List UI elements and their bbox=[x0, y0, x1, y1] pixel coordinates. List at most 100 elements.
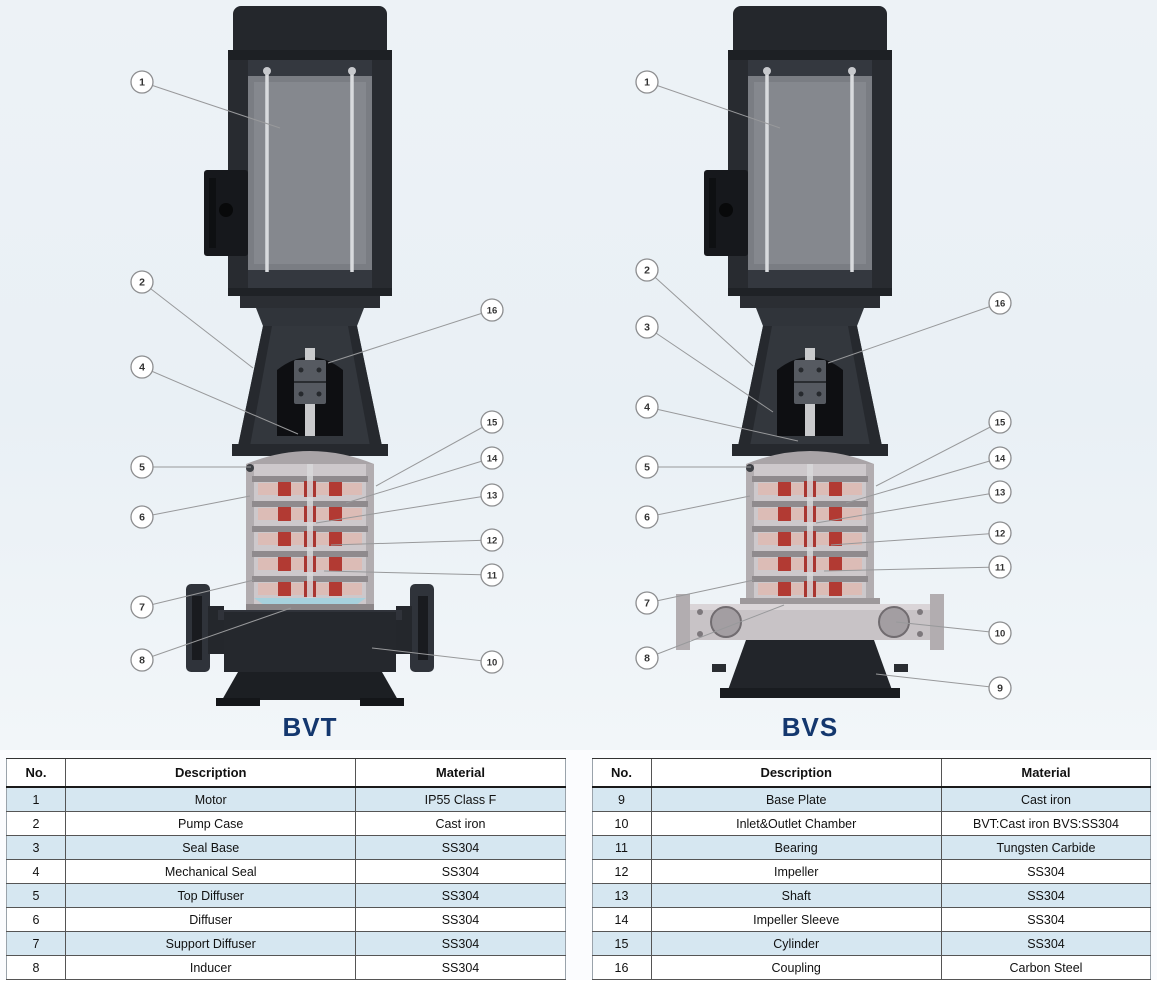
callout-bvt-8: 8 bbox=[130, 648, 154, 672]
part-material: Carbon Steel bbox=[940, 955, 1151, 980]
svg-text:5: 5 bbox=[644, 462, 650, 474]
callout-bvs-12: 12 bbox=[988, 521, 1012, 545]
svg-text:13: 13 bbox=[487, 491, 498, 502]
svg-text:9: 9 bbox=[997, 683, 1003, 695]
callout-bvt-13: 13 bbox=[480, 483, 504, 507]
part-material: Tungsten Carbide bbox=[940, 835, 1151, 860]
svg-text:16: 16 bbox=[487, 306, 498, 317]
svg-text:8: 8 bbox=[139, 655, 145, 667]
part-description: Cylinder bbox=[650, 931, 942, 956]
part-number: 10 bbox=[592, 811, 651, 836]
callout-bvs-4: 4 bbox=[635, 395, 659, 419]
svg-text:8: 8 bbox=[644, 653, 650, 665]
part-description: Top Diffuser bbox=[64, 883, 356, 908]
part-number: 6 bbox=[6, 907, 66, 932]
part-material: Cast iron bbox=[355, 811, 565, 836]
callout-bvs-11: 11 bbox=[988, 555, 1012, 579]
pump-label-bvs: BVS bbox=[781, 712, 839, 742]
part-material: BVT:Cast iron BVS:SS304 bbox=[940, 811, 1151, 836]
svg-text:1: 1 bbox=[644, 77, 650, 89]
part-description: Inducer bbox=[64, 955, 356, 980]
svg-text:12: 12 bbox=[487, 536, 498, 547]
svg-text:15: 15 bbox=[995, 418, 1006, 429]
callout-bvs-7: 7 bbox=[635, 591, 659, 615]
pump-label-bvt: BVT bbox=[282, 712, 338, 742]
callout-bvt-2: 2 bbox=[130, 270, 154, 294]
callout-bvt-1: 1 bbox=[130, 70, 154, 94]
svg-text:14: 14 bbox=[487, 454, 498, 465]
part-description: Shaft bbox=[650, 883, 942, 908]
svg-text:4: 4 bbox=[644, 402, 650, 414]
part-number: 12 bbox=[592, 859, 651, 884]
part-number: 5 bbox=[6, 883, 66, 908]
svg-text:6: 6 bbox=[139, 512, 145, 524]
part-description: Coupling bbox=[650, 955, 942, 980]
part-number: 7 bbox=[6, 931, 66, 956]
svg-text:13: 13 bbox=[995, 488, 1006, 499]
callout-bvt-10: 10 bbox=[480, 650, 504, 674]
column-header: Description bbox=[64, 758, 356, 788]
callout-bvs-14: 14 bbox=[988, 446, 1012, 470]
svg-text:2: 2 bbox=[139, 277, 145, 289]
svg-text:11: 11 bbox=[995, 563, 1006, 574]
part-description: Impeller bbox=[650, 859, 942, 884]
part-description: Inlet&Outlet Chamber bbox=[650, 811, 942, 836]
part-description: Bearing bbox=[650, 835, 942, 860]
callout-bvt-11: 11 bbox=[480, 563, 504, 587]
callout-bvs-1: 1 bbox=[635, 70, 659, 94]
svg-text:2: 2 bbox=[644, 265, 650, 277]
part-material: SS304 bbox=[940, 907, 1151, 932]
svg-text:12: 12 bbox=[995, 529, 1006, 540]
callout-bvs-10: 10 bbox=[988, 621, 1012, 645]
callout-bvs-9: 9 bbox=[988, 676, 1012, 700]
part-number: 4 bbox=[6, 859, 66, 884]
callout-bvt-7: 7 bbox=[130, 595, 154, 619]
svg-text:14: 14 bbox=[995, 454, 1006, 465]
part-description: Support Diffuser bbox=[64, 931, 356, 956]
part-material: SS304 bbox=[355, 931, 565, 956]
part-number: 14 bbox=[592, 907, 651, 932]
svg-text:1: 1 bbox=[139, 77, 145, 89]
svg-text:11: 11 bbox=[487, 571, 498, 582]
callout-bvt-5: 5 bbox=[130, 455, 154, 479]
callout-bvs-5: 5 bbox=[635, 455, 659, 479]
svg-text:7: 7 bbox=[644, 598, 650, 610]
part-description: Motor bbox=[64, 787, 356, 812]
callout-bvs-3: 3 bbox=[635, 315, 659, 339]
part-number: 15 bbox=[592, 931, 651, 956]
part-material: Cast iron bbox=[940, 787, 1151, 812]
part-number: 3 bbox=[6, 835, 66, 860]
part-material: SS304 bbox=[355, 907, 565, 932]
callout-bvs-2: 2 bbox=[635, 258, 659, 282]
part-description: Diffuser bbox=[64, 907, 356, 932]
part-description: Pump Case bbox=[64, 811, 356, 836]
callout-bvs-8: 8 bbox=[635, 646, 659, 670]
part-number: 8 bbox=[6, 955, 66, 980]
part-material: SS304 bbox=[355, 883, 565, 908]
part-material: SS304 bbox=[940, 931, 1151, 956]
part-material: SS304 bbox=[940, 859, 1151, 884]
callout-bvt-16: 16 bbox=[480, 298, 504, 322]
callout-bvt-12: 12 bbox=[480, 528, 504, 552]
pump-diagram-canvas: 1245678161514131211101234567816151413121… bbox=[130, 6, 1012, 706]
svg-text:4: 4 bbox=[139, 362, 145, 374]
